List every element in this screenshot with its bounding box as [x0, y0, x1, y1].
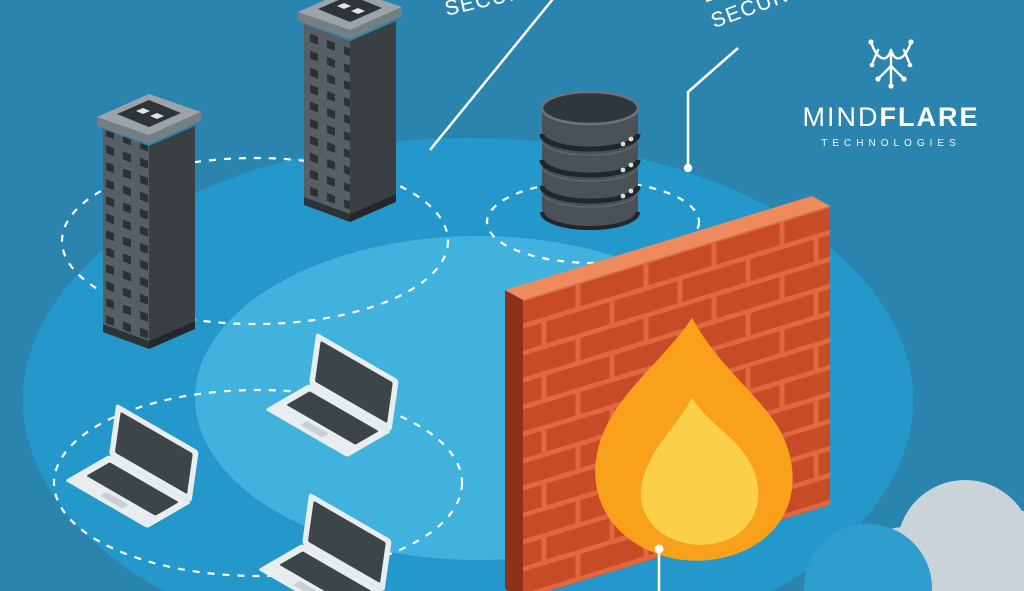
security-ring-laptops-icon: [52, 388, 464, 578]
mindflare-logo-icon: [868, 39, 914, 89]
callout-dot-database: [683, 163, 693, 173]
brand-tagline: TECHNOLOGIES: [821, 138, 961, 149]
cloud-icon: [804, 480, 1024, 591]
flame-icon: [595, 318, 793, 561]
server-tower-tall-icon: [298, 0, 402, 222]
brand-name-part1: MIND: [802, 102, 880, 132]
database-icon: [539, 90, 641, 230]
security-ring-servers-icon: [60, 156, 450, 326]
callout-line-server: [429, 0, 554, 151]
brand-name-part2: FLARE: [879, 102, 980, 132]
brand-logo: MINDFLARE TECHNOLOGIES: [786, 30, 996, 149]
callout-line-database: [686, 47, 739, 164]
callout-dot-firewall: [654, 544, 664, 554]
brand-name: MINDFLARE: [786, 104, 996, 131]
server-tower-left-icon: [97, 94, 201, 349]
